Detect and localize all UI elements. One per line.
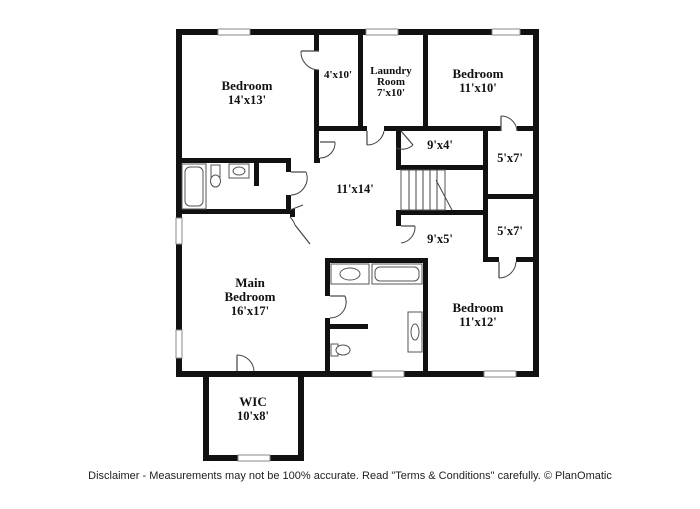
room-size-bedroom-nw: 14'x13' — [228, 93, 266, 107]
toilet-bowl — [210, 174, 221, 188]
windows — [175, 28, 521, 462]
room-size-closet-4x10: 4'x10' — [324, 69, 352, 81]
window — [175, 217, 183, 245]
toilet-bowl — [335, 344, 351, 356]
window — [491, 28, 521, 36]
bathtub-basin — [184, 166, 204, 207]
window — [365, 28, 399, 36]
window — [371, 370, 405, 378]
sink — [410, 323, 420, 341]
doors — [236, 50, 518, 372]
room-name-bedroom-ne: Bedroom — [452, 66, 503, 81]
room-name-laundry-line2: Room — [377, 76, 405, 88]
sink — [339, 267, 361, 281]
room-size-main-bedroom: 16'x17' — [231, 304, 269, 318]
room-size-hall-center: 11'x14' — [336, 182, 374, 196]
room-name-bedroom-se: Bedroom — [452, 300, 503, 315]
room-labels: Bedroom 14'x13' 4'x10' Laundry Room 7'x1… — [221, 65, 522, 423]
window — [217, 28, 251, 36]
sink — [232, 166, 246, 176]
room-size-closet-se: 5'x7' — [497, 224, 523, 238]
interior-walls — [176, 29, 539, 376]
fixtures — [181, 163, 423, 357]
room-size-bedroom-ne: 11'x10' — [459, 81, 497, 95]
room-name-main-bedroom-line1: Main — [235, 275, 265, 290]
window — [175, 329, 183, 359]
window — [237, 454, 271, 462]
room-size-closet-ne: 5'x7' — [497, 151, 523, 165]
bathtub-basin — [374, 266, 420, 282]
window — [483, 370, 517, 378]
room-name-laundry-line1: Laundry — [370, 65, 412, 77]
room-size-bedroom-se: 11'x12' — [459, 315, 497, 329]
room-size-hall-9x4: 9'x4' — [427, 138, 453, 152]
room-name-main-bedroom-line2: Bedroom — [224, 289, 275, 304]
room-size-wic: 10'x8' — [237, 409, 269, 423]
disclaimer-text: Disclaimer - Measurements may not be 100… — [88, 470, 612, 482]
room-name-bedroom-nw: Bedroom — [221, 78, 272, 93]
room-size-laundry: 7'x10' — [377, 87, 405, 99]
room-name-wic: WIC — [239, 394, 266, 409]
stairs — [400, 169, 453, 211]
room-size-hall-9x5: 9'x5' — [427, 232, 453, 246]
